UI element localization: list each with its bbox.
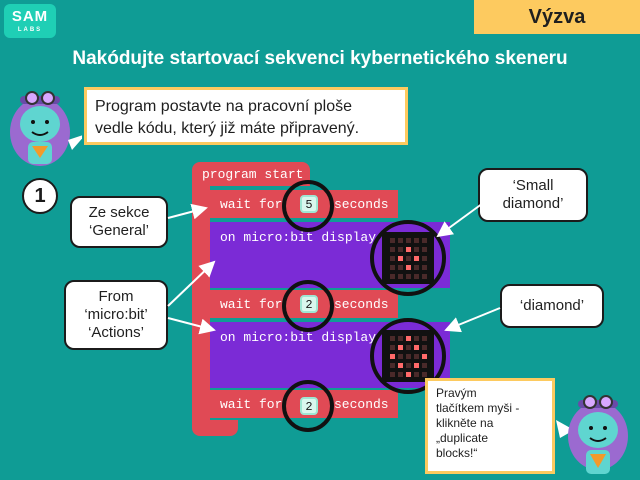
display-2-label: on micro:bit display bbox=[220, 330, 377, 345]
tip2-line-2: tlačítkem myši - bbox=[436, 401, 520, 415]
step-number-badge: 1 bbox=[22, 178, 58, 214]
highlight-ring-wait-3 bbox=[282, 380, 334, 432]
sam-labs-logo: SAM LABS bbox=[4, 4, 56, 38]
program-start-footer bbox=[192, 420, 238, 436]
highlight-ring-wait-2 bbox=[282, 280, 334, 332]
page-title: Nakódujte startovací sekvenci kybernetic… bbox=[72, 48, 568, 69]
wait-3-unit: seconds bbox=[334, 397, 389, 412]
callout-general-line-1: Ze sekce bbox=[88, 204, 150, 221]
callout-general: Ze sekce ‘General’ bbox=[70, 196, 168, 248]
callout-diamond: ‘diamond’ bbox=[500, 284, 604, 328]
tip2-line-1: Pravým bbox=[436, 386, 477, 400]
tip2-line-5: blocks!“ bbox=[436, 446, 478, 460]
highlight-ring-led-1 bbox=[370, 220, 446, 296]
instruction-note: Program postavte na pracovní ploše vedle… bbox=[84, 87, 408, 145]
callout-microbit-actions: From ‘micro:bit’ ‘Actions’ bbox=[64, 280, 168, 350]
wait-1-label: wait for bbox=[220, 197, 283, 212]
wait-1-unit: seconds bbox=[334, 197, 389, 212]
wait-2-label: wait for bbox=[220, 297, 283, 312]
duplicate-tip-note: Pravým tlačítkem myši - klikněte na „dup… bbox=[425, 378, 555, 474]
highlight-ring-wait-1 bbox=[282, 180, 334, 232]
callout-microbit-line-1: From bbox=[98, 288, 134, 305]
tip2-line-4: „duplicate bbox=[436, 431, 489, 445]
callout-diamond-line-1: ‘diamond’ bbox=[519, 297, 585, 314]
callout-general-line-2: ‘General’ bbox=[88, 222, 150, 239]
callout-small-diamond-line-2: diamond’ bbox=[502, 195, 564, 212]
wait-3-label: wait for bbox=[220, 397, 283, 412]
callout-microbit-line-3: ‘Actions’ bbox=[88, 324, 144, 341]
logo-text: SAM bbox=[11, 8, 49, 25]
highlight-ring-led-2 bbox=[370, 318, 446, 394]
callout-small-diamond-line-1: ‘Small bbox=[512, 177, 554, 194]
mascot-girl-icon bbox=[10, 91, 82, 166]
wait-2-unit: seconds bbox=[334, 297, 389, 312]
program-start-block[interactable]: program start bbox=[192, 162, 310, 186]
program-start-label: program start bbox=[202, 167, 304, 182]
program-start-rail bbox=[192, 186, 210, 422]
callout-small-diamond: ‘Small diamond’ bbox=[478, 168, 588, 222]
challenge-badge: Výzva bbox=[474, 0, 640, 34]
instruction-line-1: Program postavte na pracovní ploše bbox=[95, 98, 353, 115]
tip2-line-3: klikněte na bbox=[436, 416, 494, 430]
instruction-line-2: vedle kódu, který již máte připravený. bbox=[95, 120, 360, 137]
display-1-label: on micro:bit display bbox=[220, 230, 377, 245]
callout-microbit-line-2: ‘micro:bit’ bbox=[84, 306, 148, 323]
mascot-girl-icon-bottom bbox=[556, 395, 628, 474]
logo-subtext: LABS bbox=[17, 27, 43, 33]
